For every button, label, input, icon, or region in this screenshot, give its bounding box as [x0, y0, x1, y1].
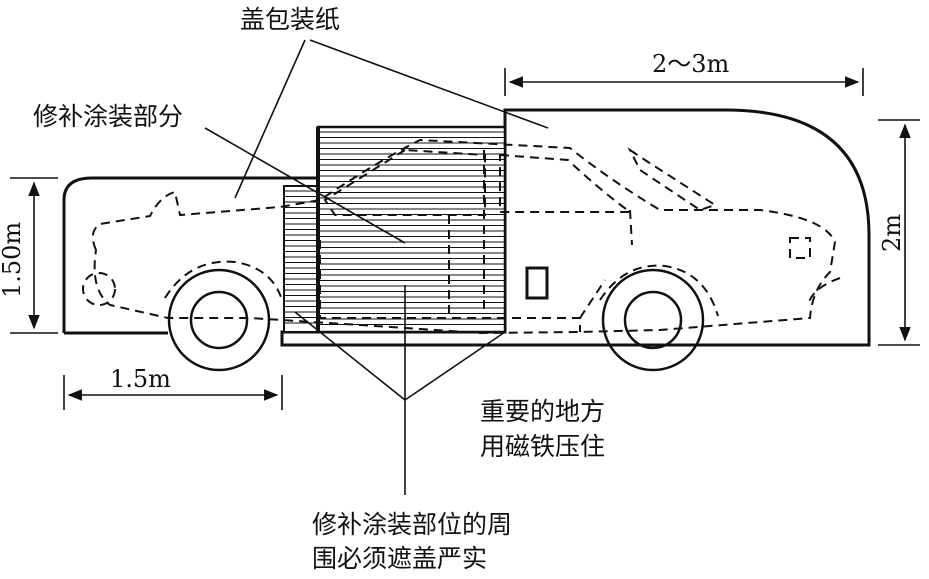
label-magnet-line1: 重要的地方	[480, 397, 605, 426]
car-outline	[82, 138, 841, 335]
repair-hatch-rear	[283, 185, 319, 333]
dimension-lines	[10, 68, 920, 410]
label-surround-line2: 围必须遮盖严实	[312, 544, 487, 573]
front-wheel	[601, 268, 705, 372]
cover-paper-rear	[62, 176, 320, 335]
dim-left-height: 1.50m	[0, 222, 26, 298]
dim-bottom-width: 1.5m	[110, 365, 171, 393]
leader-lines	[204, 39, 549, 495]
cover-paper-front	[280, 108, 871, 347]
dim-right-height: 2m	[878, 214, 906, 252]
dim-top-width: 2～3m	[652, 50, 730, 78]
label-surround-line1: 修补涂装部位的周	[312, 510, 512, 539]
magnet	[525, 266, 549, 300]
repair-hatch-front	[316, 125, 507, 334]
rear-wheel	[167, 268, 271, 372]
label-magnet-line2: 用磁铁压住	[480, 432, 605, 461]
label-repair-part: 修补涂装部分	[33, 102, 183, 131]
label-cover-paper: 盖包装纸	[240, 5, 340, 34]
